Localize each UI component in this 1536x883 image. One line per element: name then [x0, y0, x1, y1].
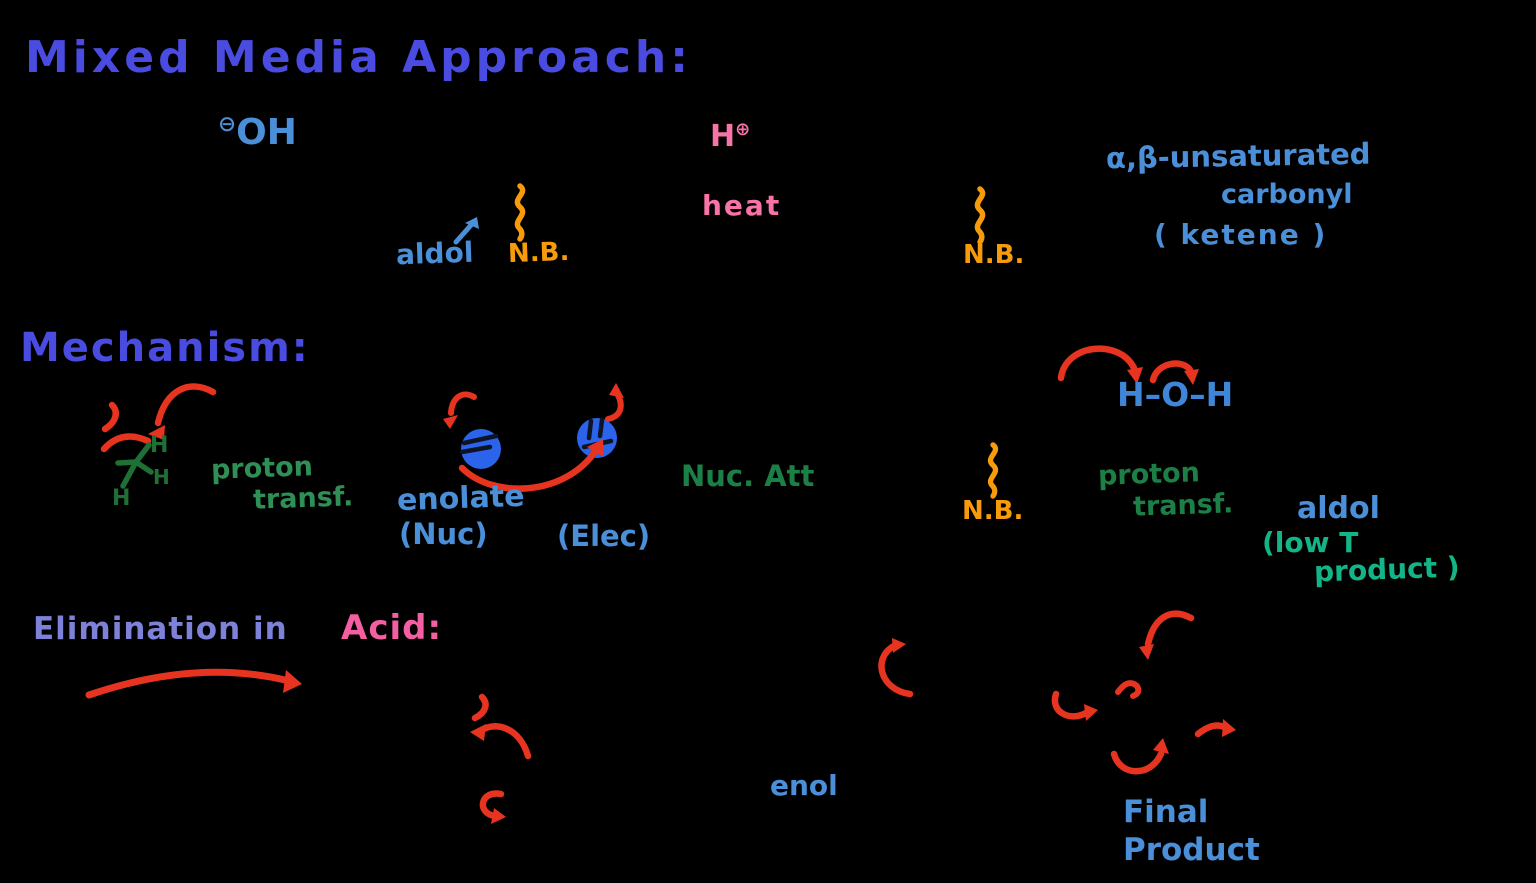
acid-proton-label: H⊕ [710, 119, 751, 154]
arrowhead-icon [587, 439, 604, 457]
arrowhead-icon [491, 808, 506, 824]
page-title: Mixed Media Approach: [25, 32, 692, 83]
curved-arrow-icon [1149, 360, 1194, 384]
proton-transfer-label: proton [210, 451, 314, 486]
curved-arrow-icon [154, 383, 217, 427]
nb-annotation: N.B. [963, 240, 1025, 270]
arrowhead-icon [1222, 719, 1236, 737]
arrowhead-icon [1153, 738, 1169, 754]
squiggle-mark-icon [101, 401, 119, 433]
hydrogen-label: H [150, 433, 168, 458]
hydrogen-label: H [112, 486, 130, 511]
nb-annotation: N.B. [507, 236, 570, 270]
final-product-label: Final [1123, 794, 1209, 830]
heat-label: heat [702, 189, 782, 222]
curved-arrow-icon [1144, 610, 1195, 648]
proton-transfer-label: proton [1097, 457, 1201, 492]
carbonyl-label: carbonyl [1221, 179, 1353, 210]
curved-arrow-icon [478, 723, 532, 760]
squiggle-mark-icon [471, 693, 489, 722]
aldol-product-label: aldol [1297, 491, 1380, 526]
elimination-heading: Elimination in [33, 611, 288, 647]
proton-transfer-structure: H H H [100, 383, 217, 511]
curved-arrow-icon [1057, 345, 1138, 382]
curved-arrow-icon [878, 638, 914, 698]
enolate-label: enolate [396, 478, 526, 519]
low-t-product-label: (low T [1262, 526, 1359, 559]
hydrogen-label: H [153, 465, 170, 489]
unsaturated-carbonyl-label: α,β-unsaturated [1105, 136, 1371, 176]
arrowhead-icon [1084, 704, 1098, 721]
final-product-label: Product [1123, 832, 1260, 868]
squiggle-icon [514, 183, 526, 242]
final-product-arrows [1051, 610, 1236, 775]
arrowhead-icon [1139, 644, 1154, 660]
curved-arrow-icon [479, 790, 505, 820]
curved-arrow-icon [100, 433, 152, 453]
arrowhead-icon [148, 425, 165, 440]
curved-arrow-icon [1110, 750, 1165, 775]
enolate-attack-drawing [443, 383, 624, 492]
arrowhead-icon [283, 670, 302, 693]
water-molecule-label: H–O–H [1117, 375, 1234, 414]
positive-charge-icon: ⊕ [735, 119, 751, 140]
curved-arrow-icon [605, 392, 624, 422]
elimination-arrows [470, 693, 532, 824]
negative-charge-icon: ⊖ [218, 112, 237, 137]
arrowhead-icon [1184, 369, 1199, 385]
arrowhead-icon [470, 724, 486, 741]
nucleophilic-attack-label: Nuc. Att [681, 459, 815, 493]
arrowhead-icon [443, 415, 458, 429]
squiggle-mark-icon [1115, 680, 1142, 699]
proton-transfer-label: transf. [1132, 488, 1234, 523]
proton-transfer-label: transf. [252, 481, 354, 516]
curved-arrow-icon [1051, 690, 1090, 720]
arrowhead-icon [1127, 367, 1143, 384]
aldol-pointer-arrow-icon [453, 217, 479, 245]
curved-arrow-icon [448, 391, 477, 416]
arrowhead-icon [609, 383, 624, 398]
squiggle-icon [987, 442, 999, 499]
mechanism-heading: Mechanism: [20, 325, 310, 371]
low-t-product-label: product ) [1313, 550, 1461, 589]
curved-arrow-icon [1194, 722, 1228, 738]
nb-annotation: N.B. [962, 496, 1024, 526]
swoosh-arrow-icon [85, 668, 302, 699]
nucleophile-label: (Nuc) [399, 517, 488, 551]
hydroxide-ion-label: ⊖OH [218, 112, 297, 153]
electrophile-label: (Elec) [557, 519, 651, 553]
enol-label: enol [770, 769, 838, 802]
proton-transfer-arrows [1057, 345, 1199, 385]
curved-arrow-icon [458, 449, 598, 492]
arrowhead-icon [892, 638, 906, 653]
squiggle-icon [974, 186, 986, 245]
acid-heading: Acid: [341, 608, 443, 648]
ketene-label: ( ketene ) [1154, 218, 1328, 251]
